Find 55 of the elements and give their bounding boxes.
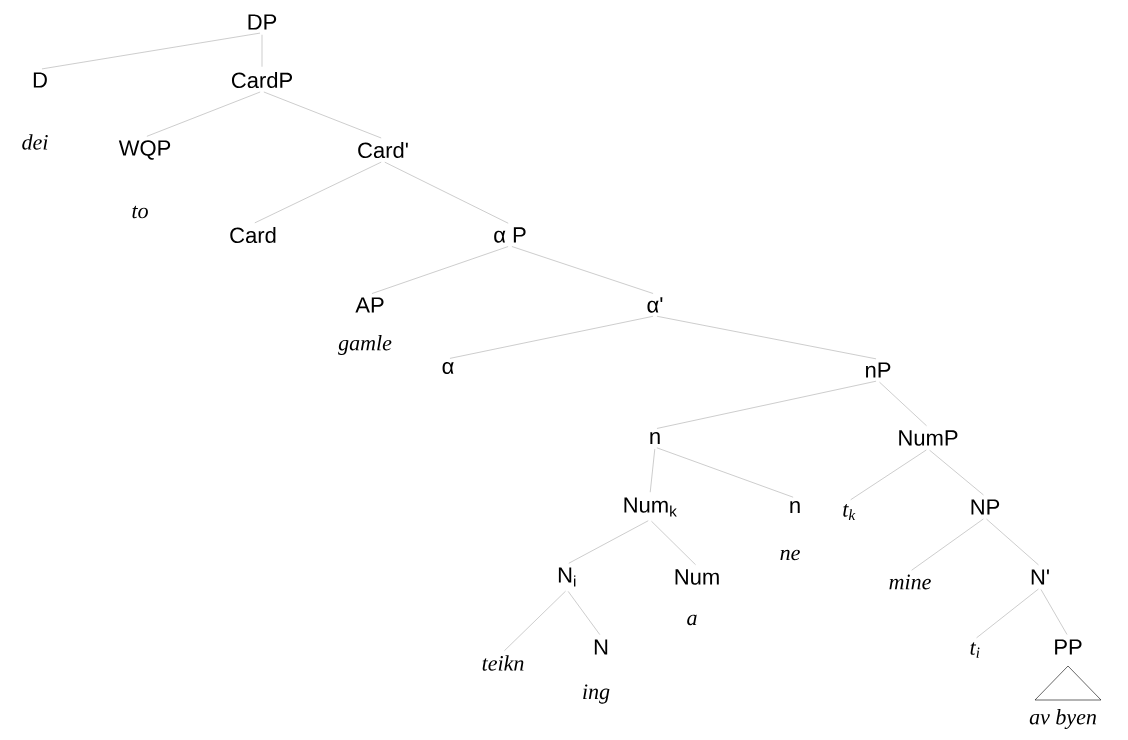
- branch-line: [41, 32, 261, 70]
- category-label: nP: [866, 362, 891, 378]
- branch-line: [263, 91, 382, 139]
- branch-line: [511, 246, 654, 294]
- category-label: PP: [1055, 639, 1082, 655]
- word-label: to: [132, 205, 148, 219]
- category-label: WQP: [118, 140, 171, 160]
- branch-line: [650, 448, 655, 493]
- category-label: NP: [971, 499, 1000, 515]
- branch-line: [656, 381, 877, 429]
- category-label: Card: [230, 226, 276, 244]
- branch-line: [656, 447, 794, 498]
- branch-line: [449, 316, 654, 359]
- category-label: Num: [675, 569, 719, 585]
- branch-line: [146, 91, 261, 137]
- category-label: Num$_{k}$: [624, 497, 677, 517]
- branch-line: [850, 449, 927, 500]
- branch-line: [254, 161, 382, 224]
- category-label: DP: [248, 14, 277, 30]
- branch-line: [568, 520, 649, 564]
- word-label: gamle: [338, 335, 392, 355]
- category-label: n: [790, 501, 800, 513]
- category-label: NumP: [899, 430, 958, 446]
- category-label: AP: [355, 297, 384, 313]
- word-label: t$_{i}$: [970, 642, 980, 658]
- word-label: t$_{k}$: [843, 504, 856, 520]
- category-label: N$_{i}$: [558, 567, 576, 587]
- category-label: Card': [358, 141, 408, 159]
- category-label: α': [647, 297, 663, 313]
- category-label: CardP: [231, 71, 292, 89]
- category-label: N': [1031, 569, 1049, 585]
- branch-line: [568, 591, 601, 635]
- word-label: ne: [780, 549, 800, 561]
- branch-line: [504, 590, 566, 651]
- branch-line: [371, 246, 509, 294]
- word-label: ing: [583, 684, 610, 704]
- branch-line: [929, 449, 984, 496]
- branch-line: [651, 521, 696, 565]
- category-label: D: [33, 72, 47, 88]
- branch-line: [656, 316, 877, 360]
- word-label: teikn: [482, 655, 524, 671]
- word-label: dei: [22, 134, 48, 150]
- branch-line: [976, 588, 1039, 639]
- word-label: mine: [889, 574, 931, 590]
- category-label: α P: [494, 227, 526, 243]
- branch-line: [879, 381, 927, 426]
- branch-line: [986, 518, 1039, 566]
- word-label: av byen: [1029, 709, 1096, 729]
- category-label: N: [594, 639, 608, 655]
- category-label: n: [650, 432, 660, 444]
- branch-line: [1040, 589, 1068, 635]
- category-label: α: [442, 362, 454, 375]
- branch-line: [384, 161, 509, 224]
- branch-line: [911, 518, 984, 571]
- word-label: a: [687, 614, 697, 626]
